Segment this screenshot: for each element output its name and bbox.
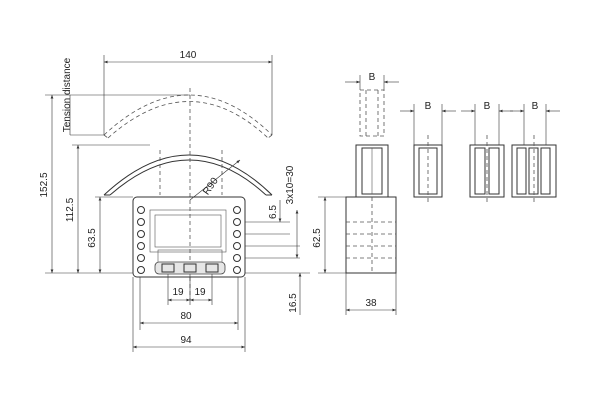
dim-140: 140 <box>103 50 273 135</box>
dim-140-label: 140 <box>180 50 197 61</box>
dim-r90-label: R90 <box>201 176 221 198</box>
dim-b-4: B <box>510 101 560 145</box>
bolt-holes-left <box>137 206 145 274</box>
dim-16-5-label: 16.5 <box>288 293 299 313</box>
dim-6-5-label: 6.5 <box>268 205 279 219</box>
side-view-chain <box>355 144 389 198</box>
dim-63-5: 63.5 <box>87 196 133 273</box>
dim-152-5-label: 152.5 <box>39 172 50 197</box>
dim-62-5: 62.5 <box>312 196 346 274</box>
bolt-holes-right <box>233 206 241 274</box>
dim-b-1-label: B <box>369 72 376 83</box>
dim-80: 80 <box>139 277 239 330</box>
dim-3x10-30: 3x10=30 <box>245 165 300 259</box>
side-view-block <box>345 196 397 274</box>
chain-element-double <box>469 135 505 202</box>
dim-r90: R90 <box>189 159 241 201</box>
dim-b-3-label: B <box>484 101 491 112</box>
dim-62-5-label: 62.5 <box>312 228 323 248</box>
chain-element-triple <box>511 135 557 202</box>
dim-19-19: 19 19 <box>167 274 213 305</box>
clamp-bar <box>154 261 226 275</box>
dim-tension-distance: Tension distance <box>62 57 104 136</box>
solid-lower-arc <box>103 150 273 196</box>
dim-112-5: 112.5 <box>65 144 150 273</box>
dim-b-4-label: B <box>532 101 539 112</box>
dim-38: 38 <box>345 273 397 315</box>
tension-distance-label: Tension distance <box>62 57 73 132</box>
dim-16-5: 16.5 <box>245 272 310 315</box>
side-view-top-dashed <box>359 89 385 137</box>
dim-19-a-label: 19 <box>172 287 184 298</box>
dim-6-5: 6.5 <box>245 200 290 235</box>
dim-38-label: 38 <box>365 298 377 309</box>
dim-b-1: B <box>345 72 399 90</box>
dim-19-b-label: 19 <box>194 287 206 298</box>
dim-94-label: 94 <box>180 335 192 346</box>
dim-b-2: B <box>400 101 456 145</box>
dashed-upper-arc <box>103 94 273 139</box>
dim-112-5-label: 112.5 <box>65 197 76 222</box>
chain-element-single <box>413 135 443 202</box>
dim-80-label: 80 <box>180 311 192 322</box>
dim-94: 94 <box>132 277 246 352</box>
dim-3x10-30-label: 3x10=30 <box>285 165 296 204</box>
dim-152-5: 152.5 <box>39 94 190 274</box>
dim-b-2-label: B <box>425 101 432 112</box>
dim-63-5-label: 63.5 <box>87 228 98 248</box>
